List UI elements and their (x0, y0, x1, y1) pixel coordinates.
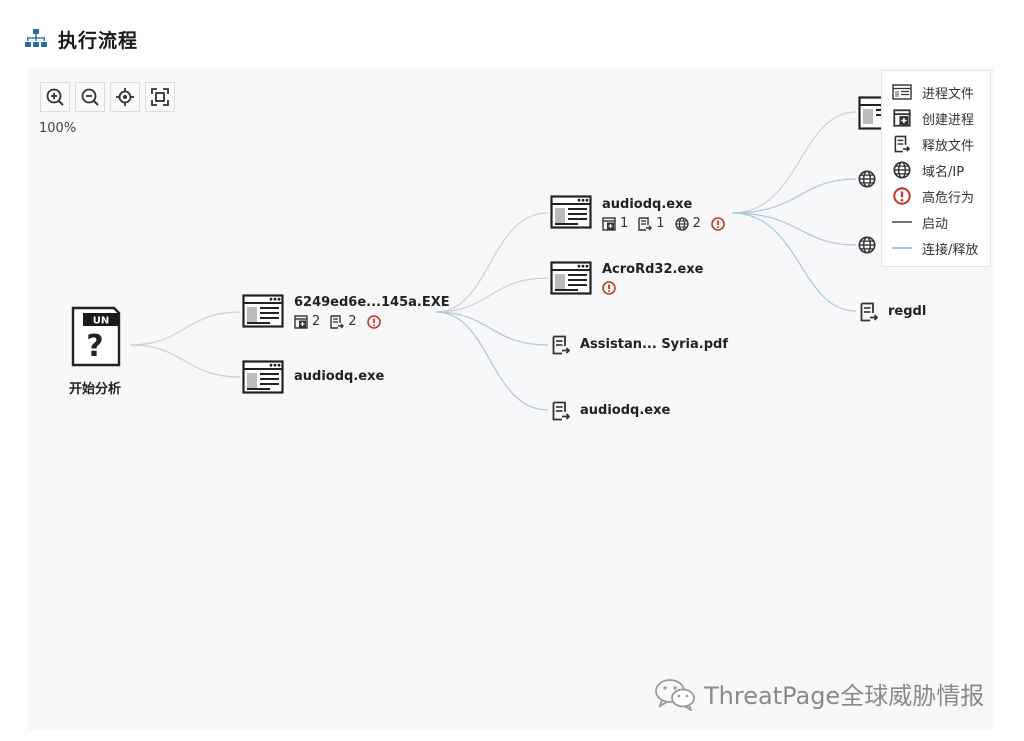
legend-label: 域名/IP (922, 164, 965, 180)
process-window-icon (550, 261, 592, 295)
node-label: audiodq.exe (294, 369, 385, 384)
release-file-icon (552, 401, 571, 421)
create-process-icon (294, 314, 308, 329)
graph-canvas[interactable] (28, 68, 994, 730)
line-blue-icon (892, 247, 912, 249)
process-window-icon (242, 360, 284, 394)
zoom-in-button[interactable] (40, 82, 70, 112)
alert-icon (711, 216, 725, 231)
release-file-icon (638, 216, 653, 231)
legend-item-process-file[interactable]: 进程文件 (892, 79, 990, 105)
legend-label: 进程文件 (922, 86, 975, 102)
node-stats: 1 1 2 (602, 216, 725, 231)
process-count: 2 (312, 314, 321, 329)
legend-item-create-process[interactable]: 创建进程 (892, 105, 990, 131)
legend-item-release-file[interactable]: 释放文件 (892, 131, 990, 157)
alert-icon (366, 314, 381, 329)
page-title: 执行流程 (58, 29, 139, 52)
globe-icon (893, 161, 911, 179)
node-label: 开始分析 (69, 382, 122, 397)
process-window-icon (550, 195, 592, 229)
unknown-file-icon: UN ? (71, 306, 121, 367)
create-process-icon (602, 216, 616, 231)
legend-label: 启动 (922, 216, 949, 232)
fit-view-button[interactable] (145, 82, 175, 112)
node-label: regdl (888, 304, 927, 319)
node-label: 6249ed6e...145a.EXE (294, 295, 450, 310)
zoom-out-button[interactable] (75, 82, 105, 112)
legend-label: 释放文件 (922, 138, 975, 154)
legend-item-launch[interactable]: 启动 (892, 209, 990, 235)
process-window-icon (858, 96, 882, 130)
center-button[interactable] (110, 82, 140, 112)
node-label: AcroRd32.exe (602, 262, 704, 277)
wechat-icon (655, 678, 695, 711)
node-domain-1[interactable] (858, 170, 876, 188)
unknown-badge: UN (93, 316, 110, 327)
node-stats: 2 2 (294, 314, 381, 329)
node-domain-2[interactable] (858, 236, 876, 254)
legend-item-connect-release[interactable]: 连接/释放 (892, 235, 990, 261)
zoom-in-icon (46, 88, 64, 106)
node-stats (602, 281, 616, 295)
question-glyph: ? (86, 329, 103, 364)
legend-panel: 进程文件 创建进程 释放文件 域名/IP 高危行为 启动 连接/释放 (881, 70, 991, 267)
legend-label: 创建进程 (922, 112, 975, 128)
process-window-icon (242, 294, 284, 328)
network-count: 2 (692, 216, 701, 231)
legend-label: 高危行为 (922, 190, 975, 206)
node-process-audiodq-1[interactable] (242, 360, 284, 394)
node-process-acrord32[interactable] (550, 261, 592, 295)
alert-icon (602, 281, 616, 295)
node-process-main-exe[interactable] (242, 294, 284, 328)
globe-icon (674, 216, 689, 231)
legend-item-domain-ip[interactable]: 域名/IP (892, 157, 990, 183)
alert-icon (893, 187, 911, 205)
legend-item-high-risk[interactable]: 高危行为 (892, 183, 990, 209)
globe-icon (858, 236, 876, 254)
zoom-level: 100% (39, 121, 77, 136)
node-file-regdl[interactable] (860, 302, 879, 322)
file-count: 2 (348, 314, 357, 329)
process-count: 1 (620, 216, 629, 231)
node-label: audiodq.exe (580, 403, 671, 418)
release-file-icon (330, 314, 345, 329)
org-chart-icon (25, 29, 47, 47)
node-process-audiodq-2[interactable] (550, 195, 592, 229)
release-file-icon (552, 335, 571, 355)
node-file-audiodq[interactable] (552, 401, 571, 421)
zoom-out-icon (81, 88, 99, 106)
node-process-child[interactable] (858, 96, 882, 130)
line-dark-icon (892, 221, 912, 223)
node-start-analysis[interactable]: UN ? (70, 306, 122, 368)
create-process-icon (893, 109, 911, 127)
legend-label: 连接/释放 (922, 242, 979, 258)
watermark-text: ThreatPage全球威胁情报 (704, 682, 985, 710)
release-file-icon (860, 302, 879, 322)
graph-toolbar (40, 82, 175, 112)
file-count: 1 (656, 216, 665, 231)
globe-icon (858, 170, 876, 188)
crosshair-icon (116, 88, 134, 106)
release-file-icon (894, 135, 910, 153)
page-header: 执行流程 (24, 24, 138, 54)
node-label: audiodq.exe (602, 197, 693, 212)
node-label: Assistan... Syria.pdf (580, 337, 728, 352)
watermark: ThreatPage全球威胁情报 (654, 676, 984, 711)
fit-screen-icon (151, 88, 169, 106)
node-file-pdf[interactable] (552, 335, 571, 355)
process-file-icon (892, 84, 912, 100)
